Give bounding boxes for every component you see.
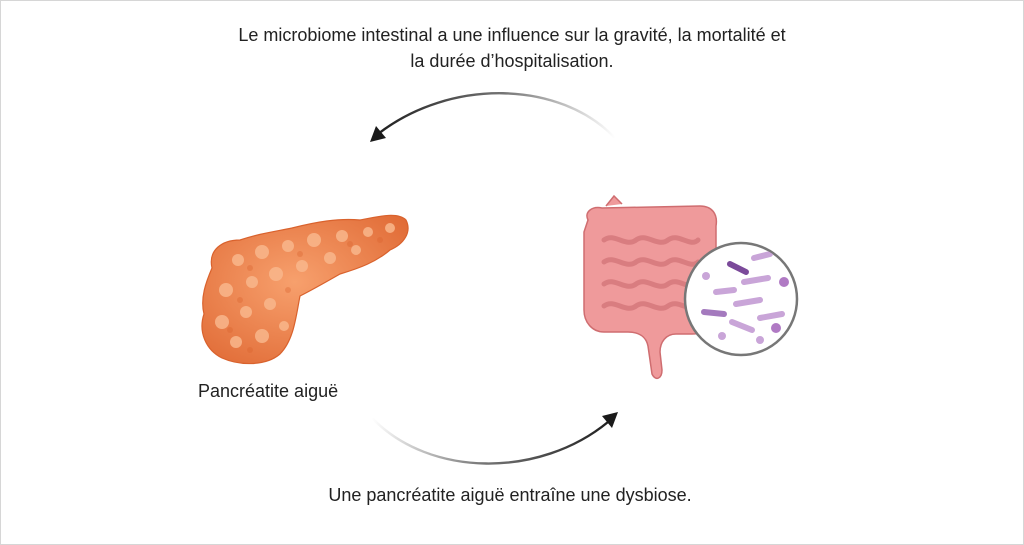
- arrow-top: [370, 92, 616, 142]
- caption-top-line1: Le microbiome intestinal a une influence…: [238, 25, 786, 45]
- bacteria-icon: [683, 241, 799, 357]
- pancreas-icon: [201, 214, 409, 365]
- arrow-bottom: [371, 412, 618, 465]
- caption-bottom: Une pancréatite aiguë entraîne une dysbi…: [328, 485, 692, 505]
- pancreas-label: Pancréatite aiguë: [198, 381, 339, 401]
- caption-top: Le microbiome intestinal a une influence…: [212, 22, 812, 74]
- caption-top-line2: la durée d’hospitalisation.: [410, 51, 614, 71]
- intestine-icon: [583, 194, 718, 380]
